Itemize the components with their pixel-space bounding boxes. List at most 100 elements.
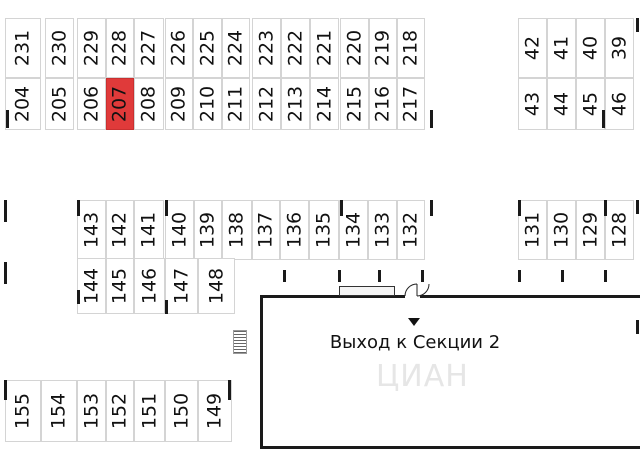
parking-spot-number: 229 bbox=[80, 29, 102, 67]
lower-post-3 bbox=[421, 270, 424, 282]
parking-spot-213[interactable]: 213 bbox=[281, 78, 310, 130]
parking-spot-number: 149 bbox=[203, 392, 226, 430]
parking-spot-138[interactable]: 138 bbox=[222, 200, 252, 260]
parking-spot-135[interactable]: 135 bbox=[309, 200, 339, 260]
parking-spot-130[interactable]: 130 bbox=[547, 200, 576, 260]
parking-spot-216[interactable]: 216 bbox=[369, 78, 397, 130]
parking-spot-212[interactable]: 212 bbox=[252, 78, 281, 130]
parking-spot-44[interactable]: 44 bbox=[547, 78, 576, 130]
parking-spot-number: 148 bbox=[205, 267, 227, 305]
parking-spot-219[interactable]: 219 bbox=[369, 18, 397, 78]
parking-spot-225[interactable]: 225 bbox=[193, 18, 222, 78]
parking-spot-210[interactable]: 210 bbox=[193, 78, 222, 130]
parking-spot-231[interactable]: 231 bbox=[5, 18, 41, 78]
parking-spot-number: 231 bbox=[11, 29, 34, 67]
parking-spot-147[interactable]: 147 bbox=[165, 258, 198, 314]
parking-spot-230[interactable]: 230 bbox=[45, 18, 74, 78]
right-edge-post-2 bbox=[636, 320, 639, 334]
parking-spot-number: 43 bbox=[521, 91, 543, 117]
parking-spot-217[interactable]: 217 bbox=[397, 78, 425, 130]
parking-spot-149[interactable]: 149 bbox=[198, 380, 232, 442]
parking-spot-145[interactable]: 145 bbox=[106, 258, 134, 314]
parking-spot-150[interactable]: 150 bbox=[165, 380, 198, 442]
parking-spot-140[interactable]: 140 bbox=[165, 200, 194, 260]
parking-spot-228[interactable]: 228 bbox=[106, 18, 134, 78]
parking-spot-number: 212 bbox=[255, 85, 277, 123]
mid-post-1 bbox=[165, 200, 168, 216]
parking-spot-number: 217 bbox=[399, 85, 422, 123]
parking-spot-204[interactable]: 204 bbox=[5, 78, 41, 130]
parking-spot-132[interactable]: 132 bbox=[397, 200, 425, 260]
exit-zone-wall-top-right bbox=[420, 295, 640, 298]
parking-spot-227[interactable]: 227 bbox=[134, 18, 164, 78]
parking-spot-146[interactable]: 146 bbox=[134, 258, 165, 314]
parking-spot-131[interactable]: 131 bbox=[518, 200, 547, 260]
parking-spot-46[interactable]: 46 bbox=[605, 78, 634, 130]
parking-spot-214[interactable]: 214 bbox=[310, 78, 339, 130]
parking-spot-39[interactable]: 39 bbox=[605, 18, 634, 78]
parking-spot-143[interactable]: 143 bbox=[77, 200, 106, 260]
bottom-post-0 bbox=[4, 380, 7, 400]
parking-spot-137[interactable]: 137 bbox=[252, 200, 280, 260]
parking-spot-number: 130 bbox=[550, 211, 572, 249]
parking-spot-141[interactable]: 141 bbox=[134, 200, 164, 260]
parking-spot-206[interactable]: 206 bbox=[77, 78, 106, 130]
parking-spot-number: 224 bbox=[224, 29, 247, 67]
parking-spot-number: 205 bbox=[48, 85, 70, 123]
parking-spot-number: 39 bbox=[608, 35, 630, 61]
parking-spot-number: 213 bbox=[284, 85, 306, 123]
edge-post-1 bbox=[4, 262, 7, 284]
parking-spot-128[interactable]: 128 bbox=[605, 200, 634, 260]
parking-spot-number: 136 bbox=[283, 211, 305, 249]
parking-spot-136[interactable]: 136 bbox=[280, 200, 309, 260]
parking-spot-155[interactable]: 155 bbox=[5, 380, 41, 442]
parking-spot-151[interactable]: 151 bbox=[134, 380, 165, 442]
parking-spot-215[interactable]: 215 bbox=[340, 78, 369, 130]
parking-spot-218[interactable]: 218 bbox=[397, 18, 425, 78]
right-edge-post-1 bbox=[636, 200, 639, 214]
parking-spot-154[interactable]: 154 bbox=[41, 380, 77, 442]
parking-spot-134[interactable]: 134 bbox=[339, 200, 368, 260]
parking-spot-226[interactable]: 226 bbox=[165, 18, 193, 78]
parking-spot-224[interactable]: 224 bbox=[222, 18, 250, 78]
parking-spot-209[interactable]: 209 bbox=[165, 78, 193, 130]
parking-spot-144[interactable]: 144 bbox=[77, 258, 106, 314]
column-post-0 bbox=[6, 110, 9, 128]
parking-spot-221[interactable]: 221 bbox=[310, 18, 339, 78]
parking-spot-152[interactable]: 152 bbox=[106, 380, 134, 442]
parking-spot-43[interactable]: 43 bbox=[518, 78, 547, 130]
parking-spot-number: 143 bbox=[80, 211, 102, 249]
parking-spot-223[interactable]: 223 bbox=[252, 18, 281, 78]
lower-post-1 bbox=[338, 270, 341, 282]
parking-spot-41[interactable]: 41 bbox=[547, 18, 576, 78]
parking-spot-222[interactable]: 222 bbox=[281, 18, 310, 78]
parking-spot-number: 134 bbox=[342, 211, 364, 249]
parking-spot-42[interactable]: 42 bbox=[518, 18, 547, 78]
parking-spot-number: 145 bbox=[108, 267, 131, 305]
watermark-logo: ЦИАН bbox=[376, 359, 469, 394]
parking-spot-229[interactable]: 229 bbox=[77, 18, 106, 78]
parking-spot-220[interactable]: 220 bbox=[340, 18, 369, 78]
parking-spot-number: 215 bbox=[343, 85, 365, 123]
mid-post-0 bbox=[77, 200, 80, 216]
parking-spot-208[interactable]: 208 bbox=[134, 78, 164, 130]
parking-spot-205[interactable]: 205 bbox=[45, 78, 74, 130]
parking-spot-133[interactable]: 133 bbox=[368, 200, 397, 260]
lower-post-4 bbox=[518, 270, 521, 282]
parking-spot-number: 208 bbox=[137, 85, 160, 123]
parking-spot-45[interactable]: 45 bbox=[576, 78, 605, 130]
parking-spot-number: 151 bbox=[138, 392, 160, 430]
right-edge-post-0 bbox=[636, 18, 639, 32]
parking-spot-number: 139 bbox=[196, 211, 219, 249]
parking-spot-40[interactable]: 40 bbox=[576, 18, 605, 78]
parking-spot-139[interactable]: 139 bbox=[194, 200, 222, 260]
parking-spot-207[interactable]: 207 bbox=[106, 78, 134, 130]
parking-spot-211[interactable]: 211 bbox=[222, 78, 250, 130]
parking-spot-number: 216 bbox=[371, 85, 394, 123]
mid-post-4 bbox=[518, 200, 521, 216]
parking-spot-129[interactable]: 129 bbox=[576, 200, 605, 260]
parking-spot-142[interactable]: 142 bbox=[106, 200, 134, 260]
parking-spot-148[interactable]: 148 bbox=[198, 258, 235, 314]
parking-spot-153[interactable]: 153 bbox=[77, 380, 106, 442]
